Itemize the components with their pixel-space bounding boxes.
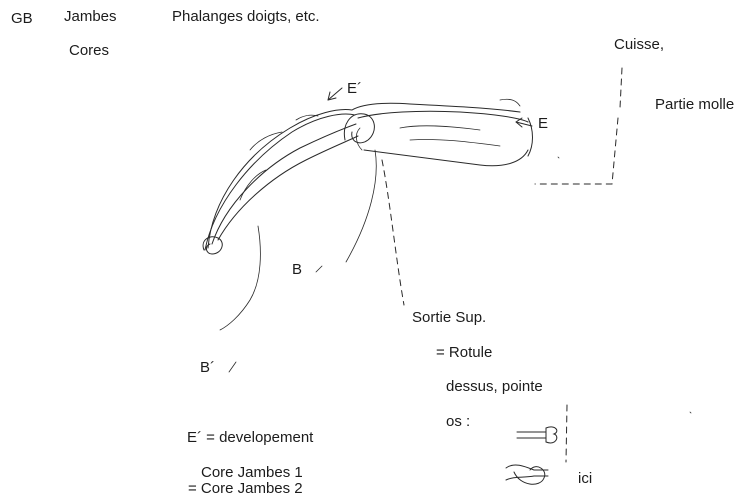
arrow-e-prime — [328, 88, 342, 100]
ici-label: ici — [578, 470, 592, 488]
phalanges-label: Phalanges doigts, etc. — [172, 8, 320, 26]
os-label: os : — [446, 413, 470, 431]
jambes-label: Jambes — [64, 8, 117, 26]
dashed-leaders — [382, 68, 622, 462]
gb-label: GB — [11, 10, 33, 28]
sortie-sup-label: Sortie Sup. — [412, 309, 486, 327]
upper-limb-sketch — [205, 110, 358, 250]
rotule-label: = Rotule — [436, 344, 492, 362]
partie-molle-label: Partie molle — [655, 96, 734, 114]
bone-icon-2 — [506, 465, 548, 484]
e-label: E — [538, 115, 548, 133]
e-prime-definition: E´ = developement — [187, 429, 313, 447]
bone-icon-1 — [517, 427, 557, 443]
core-jambes-2-label: = Core Jambes 2 — [188, 480, 303, 498]
e-prime-label: E´ — [347, 80, 362, 98]
dessus-pointe-label: dessus, pointe — [446, 378, 543, 396]
b-prime-label: B´ — [200, 359, 215, 377]
cores-label: Cores — [69, 42, 109, 60]
knee-and-thigh-sketch — [344, 99, 532, 166]
cuisse-label: Cuisse, — [614, 36, 664, 54]
stray-marks — [558, 157, 691, 413]
b-label: B — [292, 261, 302, 279]
